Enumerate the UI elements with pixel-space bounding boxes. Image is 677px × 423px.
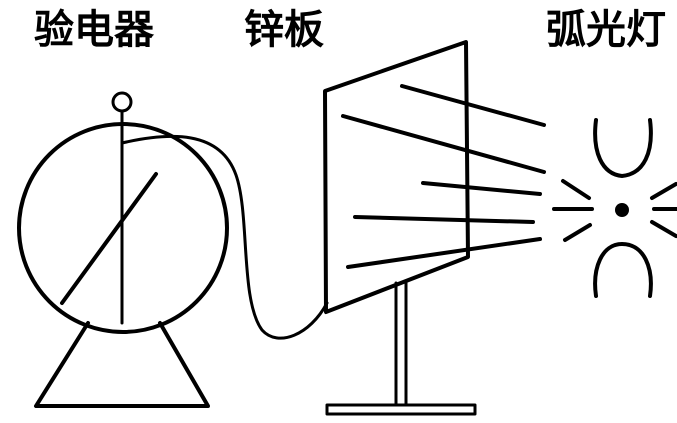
light-ray xyxy=(346,237,542,269)
arc-lamp-center xyxy=(615,203,629,217)
electroscope-label: 验电器 xyxy=(34,7,154,53)
light-ray xyxy=(400,84,546,127)
electroscope-case xyxy=(17,122,229,334)
connecting-wire xyxy=(120,134,329,340)
arc-lamp-lower-electrode xyxy=(593,242,653,298)
light-ray xyxy=(341,114,546,174)
light-ray xyxy=(421,181,542,196)
zinc-plate xyxy=(323,40,477,416)
light-rays xyxy=(341,84,546,269)
zinc-plate-base xyxy=(325,403,477,416)
arc-lamp-label: 弧光灯 xyxy=(546,7,666,53)
arc-glow-stroke xyxy=(561,179,591,200)
electroscope-leaf xyxy=(60,172,158,305)
arc-glow-stroke xyxy=(563,223,592,242)
arc-glow-stroke xyxy=(650,182,677,200)
electroscope xyxy=(17,91,229,408)
zinc-plate-label: 锌板 xyxy=(244,7,324,53)
light-ray xyxy=(353,215,535,224)
arc-lamp-upper-electrode xyxy=(593,118,653,178)
electroscope-knob xyxy=(111,91,133,113)
arc-glow-stroke xyxy=(650,220,677,238)
zinc-plate-body xyxy=(323,40,470,314)
electroscope-base xyxy=(34,321,210,408)
arc-lamp xyxy=(552,118,677,298)
